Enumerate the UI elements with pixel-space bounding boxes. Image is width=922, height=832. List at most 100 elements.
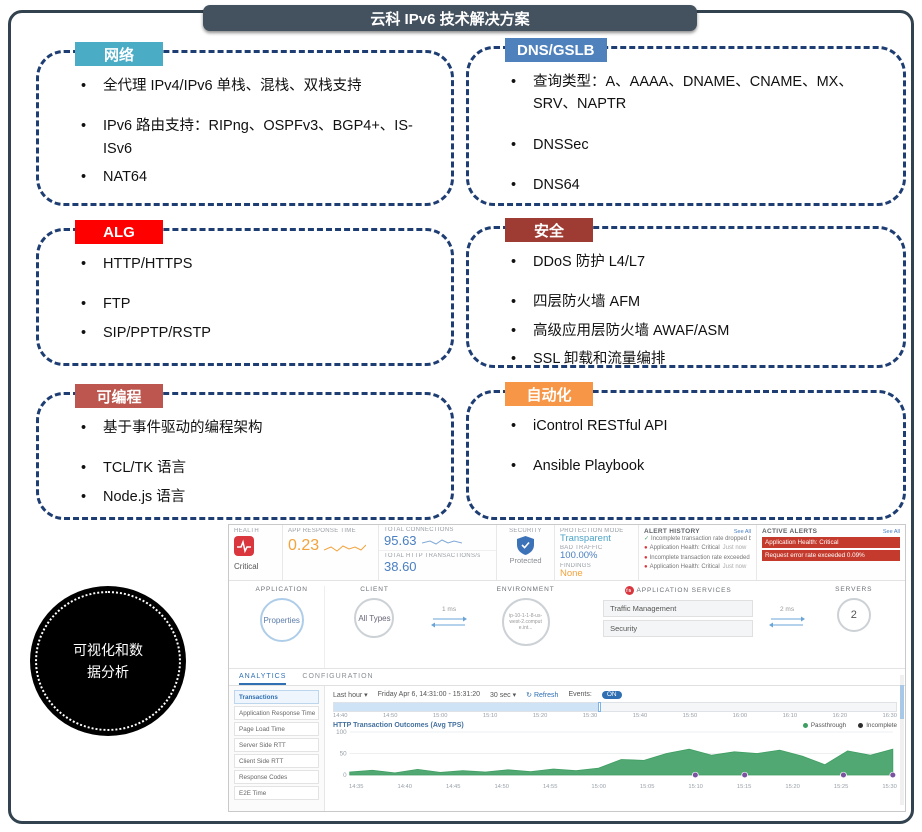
protection-cell: PROTECTION MODE Transparent BAD TRAFFIC …	[555, 525, 639, 580]
bullet-text: SSL 卸载和流量编排	[533, 351, 666, 368]
range-select[interactable]: Last hour ▾	[333, 691, 368, 699]
bad-traffic-label: BAD TRAFFIC	[560, 545, 603, 552]
bullet-icon: •	[511, 254, 517, 270]
feature-box-body: •DDoS 防护 L4/L7•四层防火墙 AFM•高级应用层防火墙 AWAF/A…	[469, 229, 903, 383]
bullet-icon: •	[81, 256, 87, 272]
bullet-icon: •	[511, 322, 517, 339]
alert-history-item: ✓Incomplete transaction rate dropped bel…	[644, 535, 751, 544]
bullet-text: DDoS 防护 L4/L7	[533, 254, 646, 270]
x-tick-label: 15:20	[785, 784, 800, 790]
events-label: Events:	[568, 691, 592, 698]
bullet-item: • 高级应用层防火墙 AWAF/ASM	[507, 320, 887, 342]
bullet-group: • DDoS 防护 L4/L7	[507, 251, 887, 273]
bullet-item: •查询类型：A、AAAA、DNAME、CNAME、MX、SRV、NAPTR	[507, 71, 887, 116]
feature-box-label-security: 安全	[505, 218, 593, 242]
bullet-item: •DNS64	[507, 174, 887, 196]
bullet-group: •iControl RESTful API	[507, 415, 887, 437]
feature-box-automation: 自动化•iControl RESTful API•Ansible Playboo…	[466, 382, 906, 520]
sidebar-item-application-response-time[interactable]: Application Response Time	[234, 706, 319, 720]
analytics-dashboard: HEALTH Critical APP RESPONSE TIME 0.23 T…	[228, 524, 906, 812]
service-item[interactable]: Traffic Management	[603, 600, 754, 617]
feature-box-label-programmable: 可编程	[75, 384, 163, 408]
bullet-text: HTTP/HTTPS	[103, 256, 193, 272]
interval-select[interactable]: 30 sec ▾	[490, 691, 517, 699]
chevron-down-icon: ▾	[512, 691, 517, 699]
bullet-text: Node.js 语言	[103, 488, 186, 505]
events-toggle[interactable]: ON	[601, 690, 622, 699]
environment-node[interactable]: ip-10-1-1-8-us-west-2.compute.int...	[501, 598, 550, 646]
timeline-ruler[interactable]	[333, 702, 897, 712]
event-marker-icon[interactable]	[889, 771, 897, 779]
client-label: CLIENT	[360, 586, 389, 593]
response-time-sparkline	[324, 544, 367, 552]
alert-history-item: ●Incomplete transaction rate exceeded 0.…	[644, 554, 751, 563]
bullet-item: •全代理 IPv4/IPv6 单栈、混栈、双栈支持	[77, 75, 435, 97]
x-tick-label: 14:45	[445, 784, 461, 790]
sidebar-item-client-side-rtt[interactable]: Client Side RTT	[234, 754, 319, 768]
sidebar-item-transactions[interactable]: Transactions	[234, 690, 319, 704]
tab-analytics[interactable]: ANALYTICS	[239, 673, 287, 685]
vertical-scrollbar[interactable]	[900, 675, 904, 805]
bidirectional-arrows-icon	[431, 616, 468, 628]
timeline-tick-label: 14:40	[333, 713, 348, 719]
bullet-group: •TCL/TK 语言•Node.js 语言	[77, 457, 435, 508]
bullet-text: DNS64	[533, 177, 580, 194]
timeline-tick-label: 14:50	[382, 713, 398, 719]
feature-box-body: •全代理 IPv4/IPv6 单栈、混栈、双栈支持 •IPv6 路由支持：RIPn…	[39, 53, 451, 201]
health-status: Critical	[234, 562, 259, 571]
passthrough-area-series	[349, 748, 894, 776]
bullet-group: •全代理 IPv4/IPv6 单栈、混栈、双栈支持	[77, 75, 435, 97]
bullet-text: 高级应用层防火墙 AWAF/ASM	[533, 322, 730, 339]
event-marker-icon[interactable]	[741, 771, 748, 779]
active-alerts-cell: ACTIVE ALERTS See All Application Health…	[757, 525, 905, 580]
application-properties-node[interactable]: Properties	[259, 598, 304, 642]
x-tick-label: 15:30	[882, 784, 897, 790]
timeline-tick-label: 15:50	[682, 713, 698, 719]
alert-text: Application Health: Critical	[649, 545, 720, 552]
event-marker-icon[interactable]	[840, 771, 847, 779]
alert-time: Just now	[722, 563, 747, 570]
feature-box-alg: ALG•HTTP/HTTPS•FTP•SIP/PPTP/RSTP	[36, 220, 454, 366]
bullet-icon: •	[81, 460, 87, 477]
timeline-tick-label: 16:00	[732, 713, 748, 719]
chevron-down-icon: ▾	[364, 691, 368, 699]
timeline-tick-label: 15:00	[432, 713, 448, 719]
bullet-text: iControl RESTful API	[533, 418, 668, 434]
timeline-selection[interactable]	[334, 703, 599, 711]
total-http-value: 38.60	[384, 559, 417, 574]
bullet-icon: •	[81, 78, 87, 94]
x-tick-label: 14:40	[397, 784, 412, 790]
date-range: Friday Apr 6, 14:31:00 - 15:31:20	[377, 691, 481, 698]
event-marker-icon[interactable]	[692, 771, 699, 779]
alert-history-see-all-link[interactable]: See All	[733, 529, 751, 535]
timeline-tick-label: 16:20	[832, 713, 848, 719]
alert-dot-icon: ●	[644, 545, 648, 552]
servers-column: SERVERS 2	[813, 586, 895, 668]
active-alerts-see-all-link[interactable]: See All	[882, 529, 900, 535]
sidebar-item-e2e-time[interactable]: E2E Time	[234, 786, 319, 800]
servers-node[interactable]: 2	[836, 598, 871, 632]
feature-box-label-alg: ALG	[75, 220, 163, 244]
total-connections-value: 95.63	[384, 533, 417, 548]
service-item[interactable]: Security	[603, 620, 754, 637]
health-cell: HEALTH Critical	[229, 525, 283, 580]
bullet-group: •IPv6 路由支持：RIPng、OSPFv3、BGP4+、IS-ISv6•NA…	[77, 115, 435, 188]
tab-configuration[interactable]: CONFIGURATION	[302, 673, 374, 680]
sidebar-item-page-load-time[interactable]: Page Load Time	[234, 722, 319, 736]
timeline-tick-label: 16:10	[782, 713, 798, 719]
svg-text:0: 0	[343, 772, 347, 779]
sidebar-item-server-side-rtt[interactable]: Server Side RTT	[234, 738, 319, 752]
bullet-group: • HTTP/HTTPS	[77, 253, 435, 275]
timeline-handle[interactable]	[598, 702, 602, 712]
client-node[interactable]: All Types	[354, 598, 395, 638]
sidebar-item-response-codes[interactable]: Response Codes	[234, 770, 319, 784]
analytics-main: Last hour ▾ Friday Apr 6, 14:31:00 - 15:…	[325, 686, 905, 811]
svg-text:50: 50	[340, 751, 348, 758]
scrollbar-thumb[interactable]	[900, 685, 904, 719]
refresh-button[interactable]: ↻ Refresh	[526, 691, 559, 699]
application-label: APPLICATION	[255, 586, 308, 593]
bullet-item: •基于事件驱动的编程架构	[77, 417, 435, 439]
x-tick-label: 14:35	[349, 784, 364, 790]
bidirectional-arrows-icon	[769, 616, 806, 628]
